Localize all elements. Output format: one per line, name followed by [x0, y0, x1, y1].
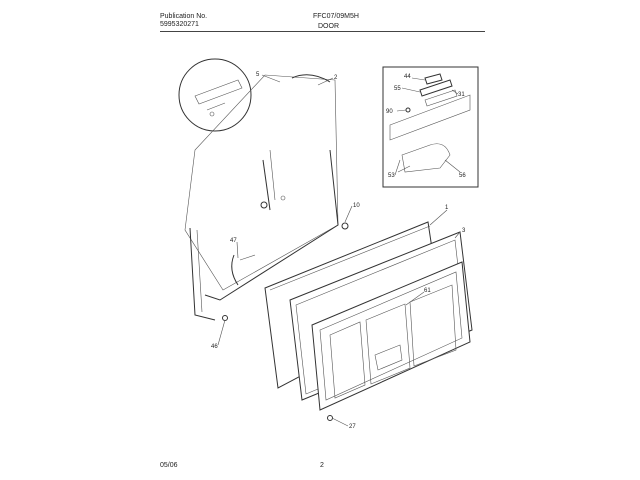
handle-inset-box — [382, 66, 479, 188]
callout-46: 46 — [211, 344, 218, 350]
callout-56: 56 — [459, 173, 466, 179]
callout-1: 1 — [445, 205, 449, 211]
callout-27: 27 — [349, 424, 356, 430]
callout-47: 47 — [230, 238, 237, 244]
publication-label: Publication No. — [160, 13, 208, 20]
door-liner — [184, 74, 339, 321]
callout-53: 53 — [388, 173, 395, 179]
callout-44: 44 — [404, 74, 411, 80]
part-callouts: 5 2 10 47 46 1 3 61 27 — [211, 72, 466, 430]
publication-number: 5995320271 — [160, 21, 199, 28]
leader-lines — [217, 74, 461, 427]
model-number: FFC07/09M5H — [313, 13, 359, 20]
footer-date: 05/06 — [160, 462, 178, 469]
header-rule — [160, 31, 485, 32]
callout-31: 31 — [458, 92, 465, 98]
section-title: DOOR — [318, 23, 339, 30]
footer-page-number: 2 — [320, 462, 324, 469]
hinge-detail-circle — [178, 58, 252, 132]
callout-90: 90 — [386, 109, 393, 115]
inset-callouts: 44 55 31 90 53 56 — [386, 74, 466, 179]
callout-10: 10 — [353, 203, 360, 209]
callout-5: 5 — [256, 72, 260, 78]
inner-door-panel — [311, 261, 471, 421]
callout-61: 61 — [424, 288, 431, 294]
callout-2: 2 — [334, 75, 338, 81]
callout-3: 3 — [462, 228, 466, 234]
callout-55: 55 — [394, 86, 401, 92]
gasket-rod — [204, 149, 349, 321]
